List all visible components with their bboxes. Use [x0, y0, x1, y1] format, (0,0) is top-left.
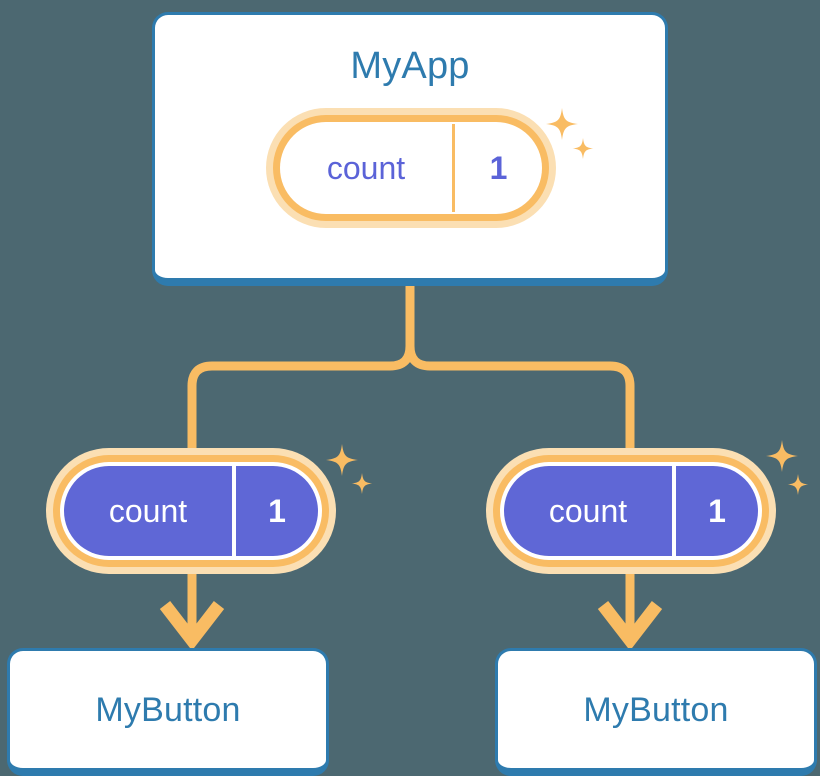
- component-label: MyButton: [583, 690, 729, 729]
- state-value-label: 1: [236, 466, 318, 556]
- page-title: MyApp: [350, 45, 470, 87]
- state-pill-child-right[interactable]: count 1: [486, 448, 776, 574]
- state-value-label: 1: [676, 466, 758, 556]
- state-pill-divider: [452, 124, 455, 212]
- state-key-label: count: [326, 149, 406, 186]
- state-pill-root[interactable]: count 1: [266, 108, 556, 228]
- arrow-down-icon: [159, 570, 225, 651]
- state-value-label: 1: [489, 149, 508, 186]
- component-label: MyButton: [95, 690, 241, 729]
- state-key-label: count: [504, 466, 672, 556]
- state-pill-inner: count 1: [60, 462, 322, 560]
- component-card-mybutton-left[interactable]: MyButton: [7, 648, 329, 776]
- component-card-mybutton-right[interactable]: MyButton: [495, 648, 817, 776]
- state-pill-child-left[interactable]: count 1: [46, 448, 336, 574]
- state-key-label: count: [64, 466, 232, 556]
- state-pill-inner: count 1: [280, 122, 542, 214]
- state-pill-inner: count 1: [500, 462, 762, 560]
- state-pill-ring: count 1: [493, 455, 769, 567]
- tree-branch-connector: [405, 341, 635, 455]
- state-pill-ring: count 1: [53, 455, 329, 567]
- arrow-down-icon: [597, 570, 663, 651]
- state-pill-ring: count 1: [273, 115, 549, 221]
- tree-branch-connector: [187, 281, 415, 455]
